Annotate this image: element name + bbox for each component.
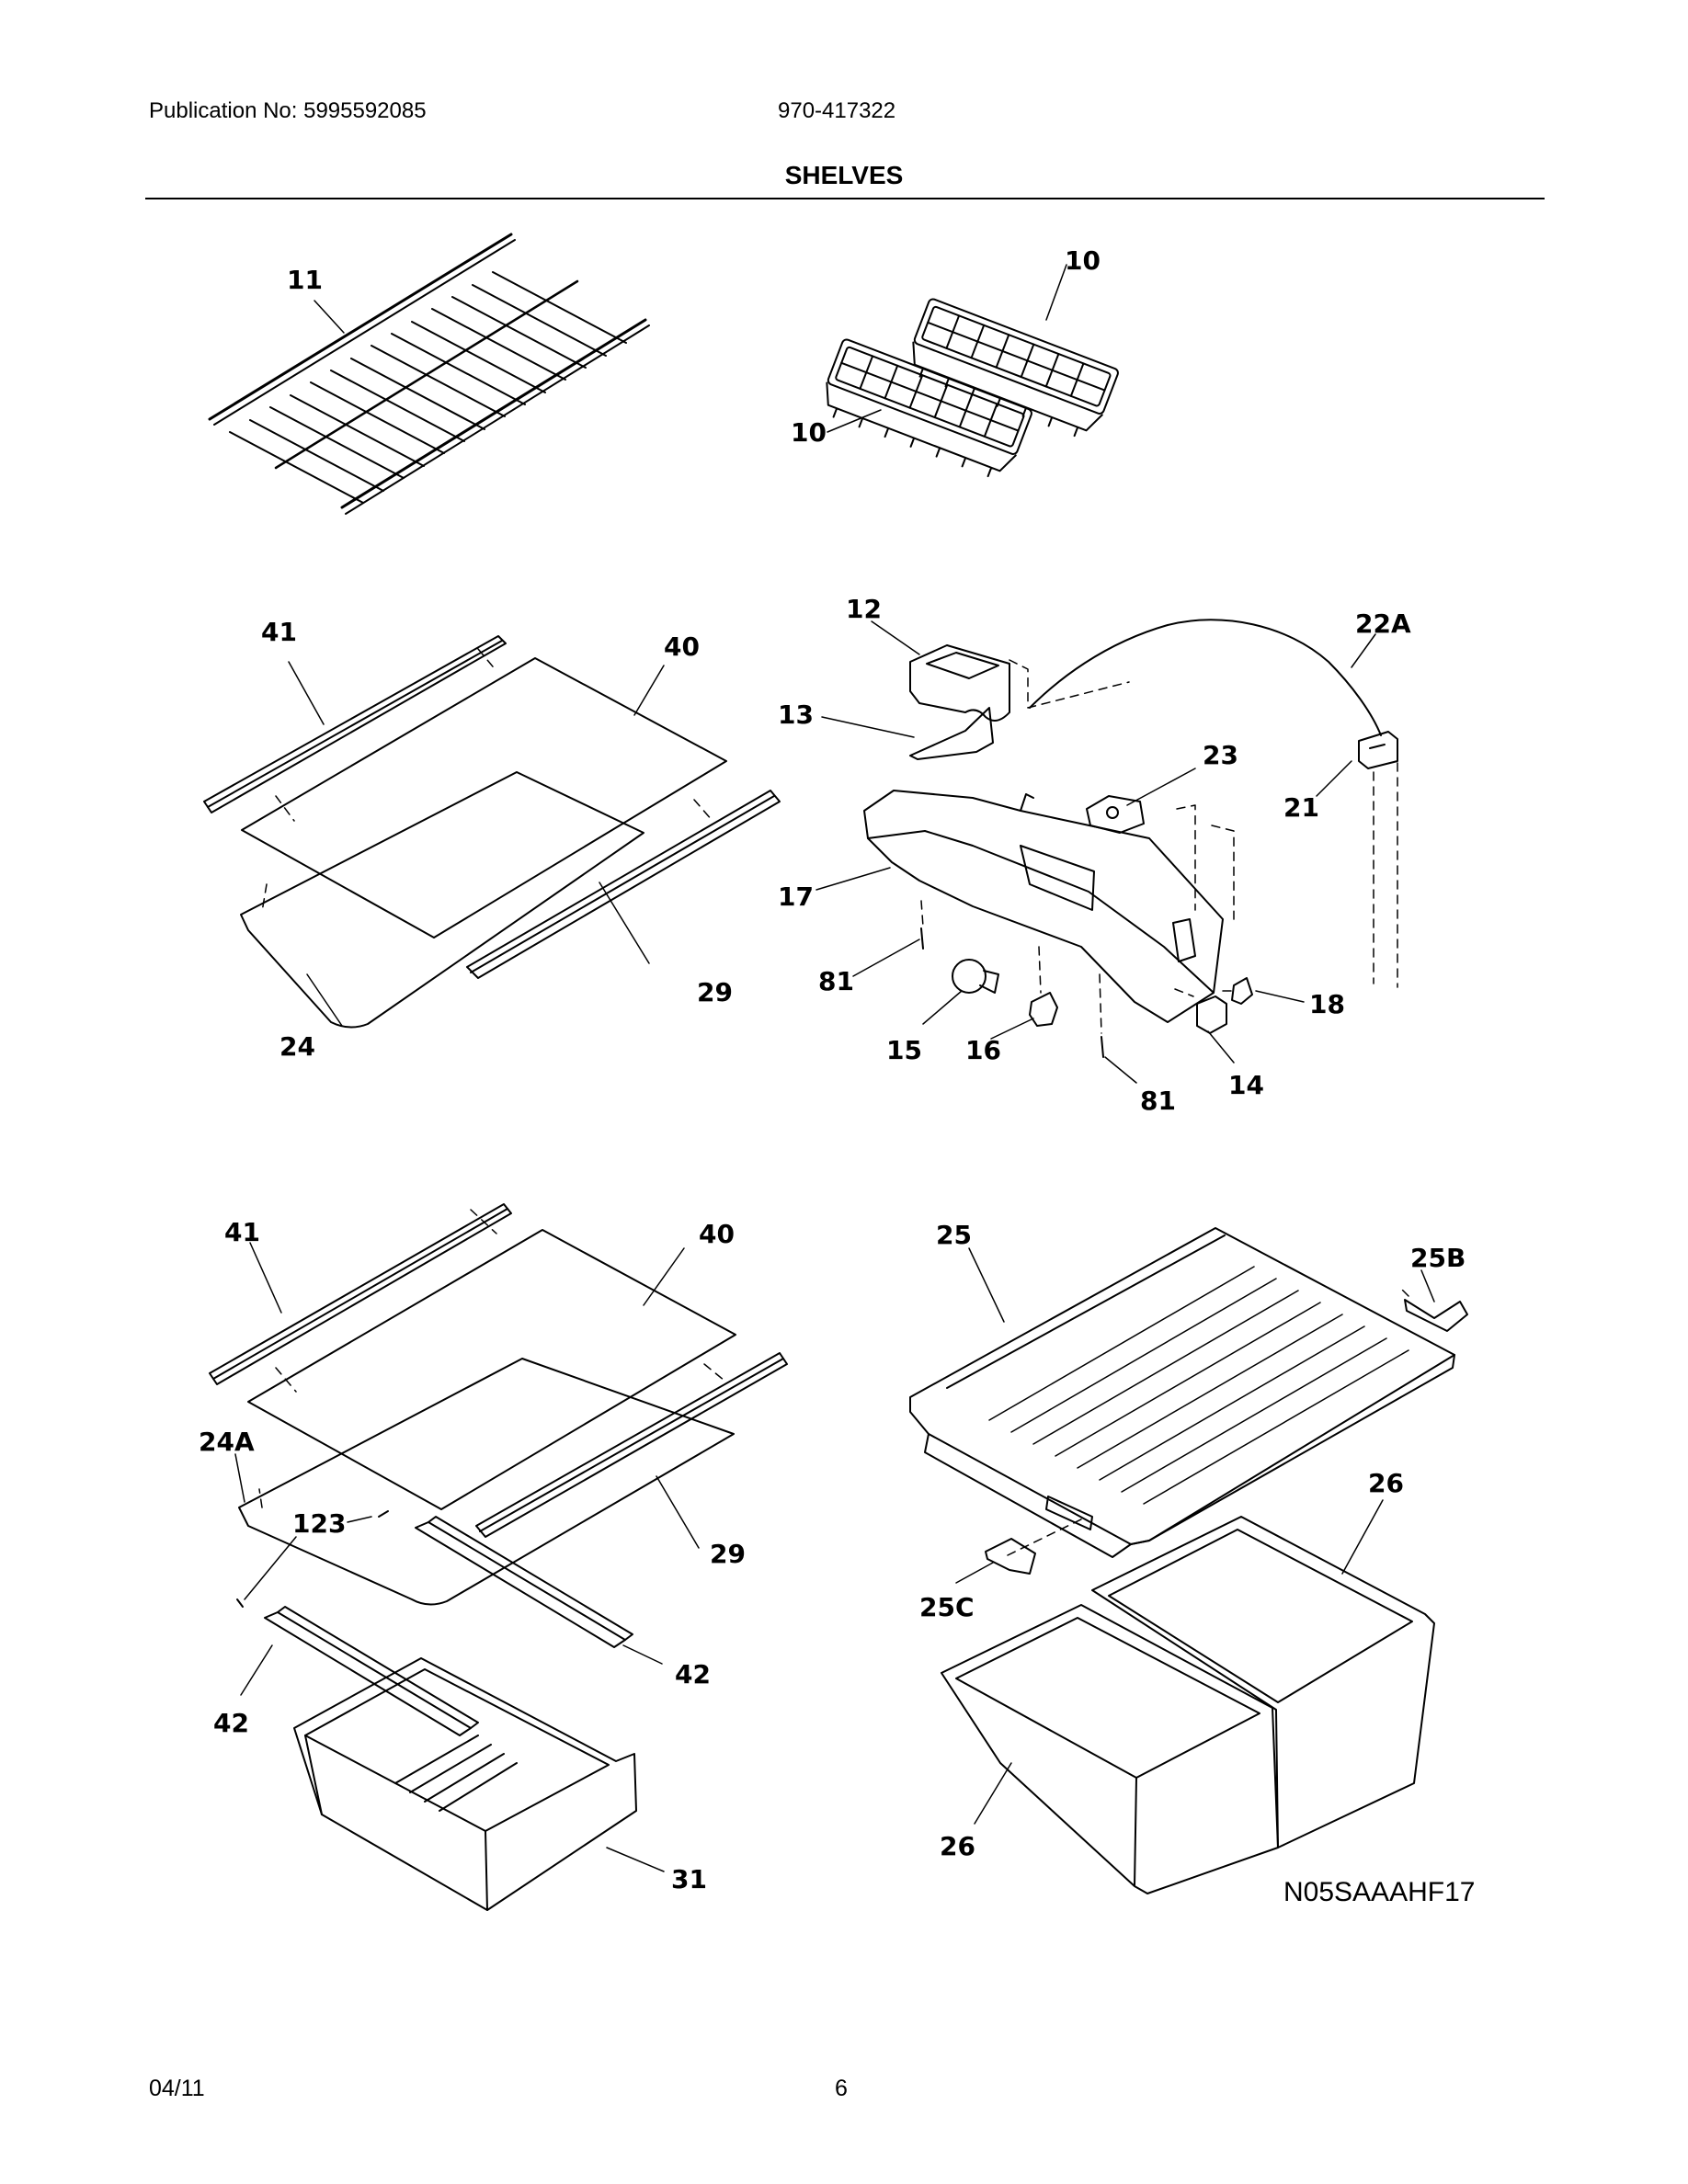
callout-26-left: 26 [940,1831,975,1861]
crisper-left-26 [941,1604,1279,1894]
callout-40-mid: 40 [664,631,700,662]
ice-pan-12 [909,644,1010,722]
screw-81-bottom [1101,1036,1104,1058]
slide-left [264,1606,479,1736]
bracket-25c [985,1538,1036,1575]
bracket-25b [1404,1299,1468,1332]
bulb-15 [952,959,999,994]
callout-29-low: 29 [710,1539,746,1569]
callout-21: 21 [1283,792,1319,823]
callout-11: 11 [287,265,323,295]
publication-number: Publication No: 5995592085 [149,98,427,123]
frame-low [238,1358,735,1606]
callout-labels: 11 10 10 41 40 29 24 12 13 22A 23 21 17 … [199,245,1475,1907]
ice-cover-13 [909,707,994,760]
front-trim-low [209,1203,512,1385]
callout-23: 23 [1203,740,1238,770]
rear-trim-low [475,1352,788,1538]
callout-81-left: 81 [818,966,854,996]
wire-shelf [208,233,650,515]
callout-25b: 25B [1410,1243,1466,1273]
callout-14: 14 [1228,1070,1264,1100]
callout-29-mid: 29 [697,977,733,1007]
slide-right [415,1516,633,1648]
footer-date: 04/11 [149,2076,205,2101]
callout-41-mid: 41 [261,617,297,647]
callout-25: 25 [936,1220,972,1250]
glass-low [247,1229,736,1510]
front-trim-mid [203,635,507,813]
callout-40-low: 40 [699,1219,735,1249]
callout-22a: 22A [1355,609,1411,639]
frame-mid [240,771,644,1029]
header-rule [145,198,1545,199]
callout-10-top: 10 [1065,245,1101,276]
crisper-drawer-31 [293,1657,637,1911]
page-title: SHELVES [784,161,904,189]
screw-81-left [920,927,924,950]
wire-harness-22a [1029,619,1382,736]
callout-24: 24 [279,1031,315,1062]
drawing-code: N05SAAAHF17 [1283,1877,1475,1907]
glass-mid [241,657,727,938]
document-number: 970-417322 [778,98,896,123]
callout-15: 15 [886,1035,922,1065]
callout-12: 12 [846,594,882,624]
callout-42-left: 42 [213,1708,249,1738]
callout-123: 123 [292,1508,346,1539]
ice-tray-upper [912,298,1119,438]
callout-41-low: 41 [224,1217,260,1247]
callout-10-bottom: 10 [791,417,827,448]
housing-17 [863,790,1224,1023]
callout-24a: 24A [199,1427,255,1457]
switch-14 [1196,995,1227,1034]
callout-18: 18 [1309,989,1345,1019]
screw-123-a [378,1510,389,1518]
socket-16 [1029,992,1058,1027]
switch-21 [1358,731,1398,769]
callout-81-bottom: 81 [1140,1086,1176,1116]
callout-31: 31 [671,1864,707,1894]
leader-lines [234,264,1435,1872]
callout-25c: 25C [919,1592,975,1622]
crisper-cover-25 [909,1227,1455,1558]
ice-tray-lower [826,338,1032,478]
callout-26-right: 26 [1368,1468,1404,1498]
callout-13: 13 [778,700,814,730]
screw-123-b [236,1598,244,1608]
page-number: 6 [835,2076,848,2101]
knob-18 [1231,977,1253,1005]
callout-17: 17 [778,882,814,912]
callout-16: 16 [965,1035,1001,1065]
crisper-right-26 [1091,1516,1435,1848]
callout-42-right: 42 [675,1659,711,1689]
rear-trim-mid [466,790,781,979]
